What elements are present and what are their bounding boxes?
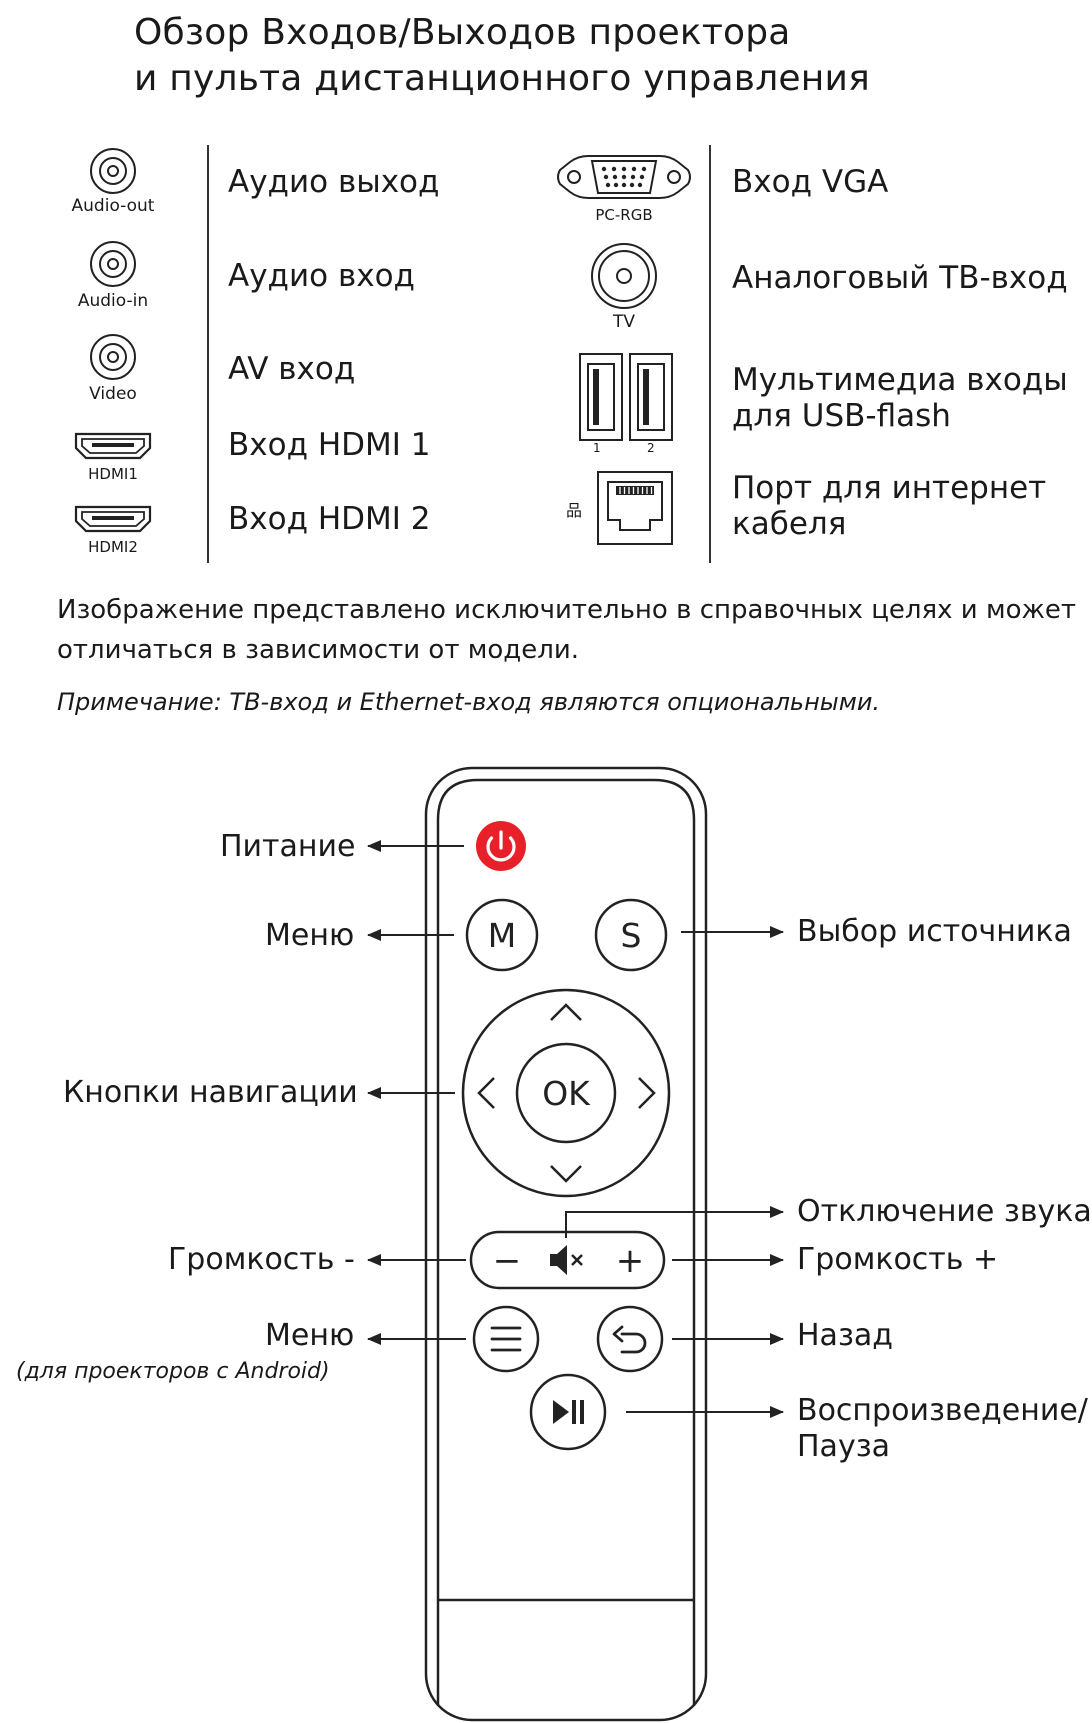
port-caption-hdmi2: HDMI2 bbox=[88, 538, 138, 556]
port-label-usb-line2: для USB-flash bbox=[732, 398, 951, 434]
audio-jack-icon bbox=[90, 241, 136, 287]
label-source: Выбор источника bbox=[797, 914, 1072, 949]
tv-coax-icon bbox=[591, 243, 657, 309]
label-play-pause-line1: Воспроизведение/ bbox=[797, 1393, 1088, 1428]
port-label-vga: Вход VGA bbox=[732, 164, 889, 200]
volume-up-button[interactable]: + bbox=[616, 1241, 645, 1281]
port-label-hdmi2: Вход HDMI 2 bbox=[228, 501, 431, 537]
ok-button[interactable]: OK bbox=[515, 1042, 617, 1144]
usb-caption-2: 2 bbox=[647, 441, 655, 455]
label-volume-up: Громкость + bbox=[797, 1242, 999, 1277]
power-button[interactable] bbox=[476, 821, 526, 871]
port-label-video: AV вход bbox=[228, 351, 356, 387]
source-button[interactable]: S bbox=[594, 898, 668, 972]
volume-bar: − + bbox=[469, 1230, 666, 1290]
label-menu: Меню bbox=[265, 918, 355, 953]
android-menu-button[interactable] bbox=[472, 1305, 540, 1373]
volume-down-label: − bbox=[493, 1241, 522, 1281]
mute-icon bbox=[550, 1245, 583, 1275]
port-caption-audio-out: Audio-out bbox=[71, 196, 155, 216]
remote-body bbox=[424, 766, 708, 1722]
optional-note: Примечание: ТВ-вход и Ethernet-вход явля… bbox=[57, 688, 881, 716]
source-button-label: S bbox=[621, 916, 642, 955]
hdmi-port-icon bbox=[74, 505, 152, 533]
port-label-audio-out: Аудио выход bbox=[228, 164, 440, 200]
navigation-pad: OK bbox=[461, 988, 671, 1198]
menu-button-label: M bbox=[488, 916, 516, 955]
nav-right-button[interactable] bbox=[638, 1077, 656, 1109]
port-caption-tv: TV bbox=[612, 312, 635, 332]
back-arrow-icon bbox=[612, 1325, 647, 1354]
volume-down-button[interactable]: − bbox=[493, 1241, 522, 1281]
label-navigation: Кнопки навигации bbox=[63, 1075, 358, 1110]
page-title-line1: Обзор Входов/Выходов проектора bbox=[134, 12, 791, 53]
divider-left bbox=[207, 145, 209, 563]
disclaimer-line1: Изображение представлено исключительно в… bbox=[57, 595, 1077, 625]
page-title-line2: и пульта дистанционного управления bbox=[134, 58, 870, 99]
back-button[interactable] bbox=[596, 1305, 664, 1373]
label-android-menu: Меню bbox=[265, 1318, 355, 1353]
page-title: Обзор Входов/Выходов проектора и пульта … bbox=[134, 10, 870, 102]
port-caption-audio-in: Audio-in bbox=[77, 291, 149, 311]
divider-right bbox=[709, 145, 711, 563]
nav-left-button[interactable] bbox=[477, 1077, 495, 1109]
port-label-ethernet-line1: Порт для интернет bbox=[732, 470, 1047, 506]
port-label-tv: Аналоговый ТВ-вход bbox=[732, 260, 1068, 296]
network-icon: 品 bbox=[566, 501, 583, 520]
label-power: Питание bbox=[220, 829, 356, 864]
chevron-down-icon bbox=[550, 1165, 582, 1183]
play-pause-button[interactable] bbox=[529, 1373, 607, 1451]
label-back: Назад bbox=[797, 1318, 894, 1353]
port-caption-pc-rgb: PC-RGB bbox=[595, 206, 653, 224]
callout-arrows bbox=[367, 840, 784, 1418]
hdmi-port-icon bbox=[74, 432, 152, 460]
chevron-up-icon bbox=[550, 1003, 582, 1021]
ok-button-label: OK bbox=[542, 1074, 591, 1113]
vga-port-icon bbox=[557, 155, 691, 199]
label-play-pause-line2: Пауза bbox=[797, 1429, 891, 1464]
port-label-hdmi1: Вход HDMI 1 bbox=[228, 427, 431, 463]
disclaimer-line2: отличаться в зависимости от модели. bbox=[57, 635, 580, 665]
chevron-right-icon bbox=[638, 1077, 656, 1109]
volume-up-label: + bbox=[616, 1241, 645, 1281]
port-label-usb-line1: Мультимедиа входы bbox=[732, 362, 1068, 398]
hamburger-icon bbox=[490, 1326, 522, 1352]
chevron-left-icon bbox=[477, 1077, 495, 1109]
port-label-ethernet-line2: кабеля bbox=[732, 506, 847, 542]
port-caption-video: Video bbox=[89, 384, 137, 404]
audio-jack-icon bbox=[90, 148, 136, 194]
play-pause-icon bbox=[553, 1400, 584, 1424]
label-volume-down: Громкость - bbox=[168, 1242, 355, 1277]
menu-button[interactable]: M bbox=[465, 898, 539, 972]
label-android-menu-note: (для проекторов с Android) bbox=[16, 1359, 330, 1384]
label-mute: Отключение звука bbox=[797, 1194, 1092, 1229]
nav-down-button[interactable] bbox=[550, 1165, 582, 1183]
usb-caption-1: 1 bbox=[593, 441, 601, 455]
mute-button[interactable] bbox=[550, 1245, 583, 1275]
ethernet-port-icon bbox=[597, 471, 673, 545]
nav-up-button[interactable] bbox=[550, 1003, 582, 1021]
port-label-audio-in: Аудио вход bbox=[228, 258, 415, 294]
audio-jack-icon bbox=[90, 334, 136, 380]
port-caption-hdmi1: HDMI1 bbox=[88, 465, 138, 483]
usb-port-icon bbox=[579, 353, 673, 441]
